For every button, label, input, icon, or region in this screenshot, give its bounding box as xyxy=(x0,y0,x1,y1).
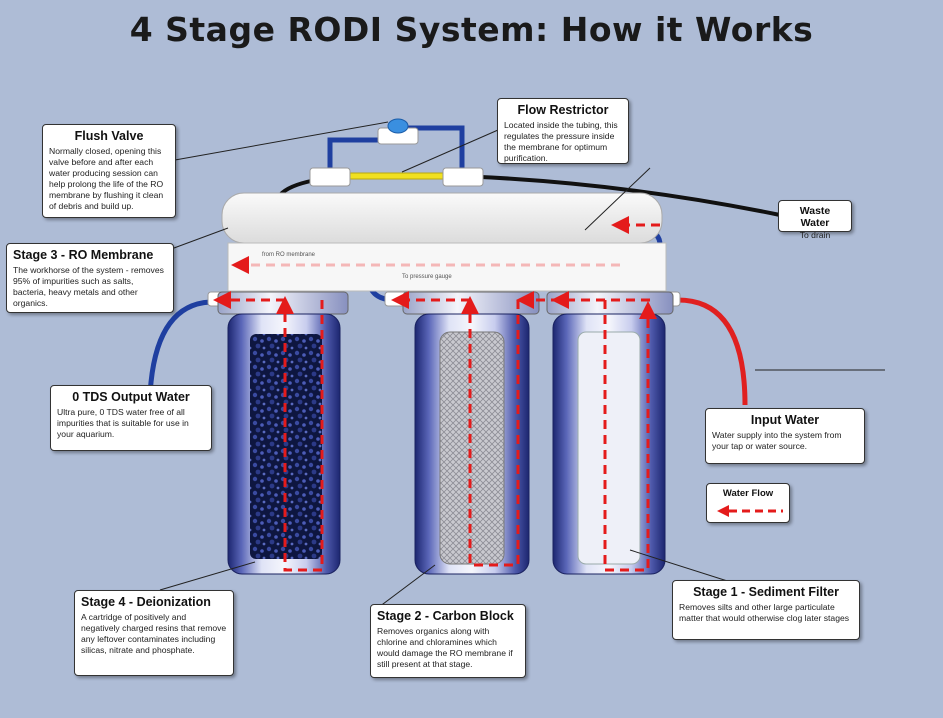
label-text: Removes organics along with chlorine and… xyxy=(377,626,513,669)
label-ro-membrane: Stage 3 - RO Membrane The workhorse of t… xyxy=(6,243,174,313)
label-text: Ultra pure, 0 TDS water free of all impu… xyxy=(57,407,189,439)
manifold-label-from: from RO membrane xyxy=(262,252,316,258)
legend-water-flow: Water Flow xyxy=(706,483,790,523)
input-water-tube xyxy=(677,297,748,406)
label-title: Stage 1 - Sediment Filter xyxy=(693,585,839,599)
label-flow-restrictor: Flow Restrictor Located inside the tubin… xyxy=(497,98,629,164)
flow-restrictor-tube xyxy=(344,172,446,180)
manifold xyxy=(227,242,667,292)
label-waste-water: Waste Water To drain xyxy=(778,200,852,240)
label-title: 0 TDS Output Water xyxy=(72,390,190,404)
label-output-water: 0 TDS Output Water Ultra pure, 0 TDS wat… xyxy=(50,385,212,451)
legend-arrow xyxy=(717,505,783,517)
label-text: Normally closed, opening this valve befo… xyxy=(49,146,164,211)
ro-membrane-housing xyxy=(221,192,663,244)
label-text: Located inside the tubing, this regulate… xyxy=(504,120,618,163)
housing-stage-2 xyxy=(402,291,540,575)
label-text: A cartridge of positively and negatively… xyxy=(81,612,227,655)
label-sediment-filter: Stage 1 - Sediment Filter Removes silts … xyxy=(672,580,860,640)
label-carbon-block: Stage 2 - Carbon Block Removes organics … xyxy=(370,604,526,678)
label-title: Waste Water xyxy=(799,205,831,229)
flow-arrows xyxy=(213,216,660,572)
housing-stage-4 xyxy=(217,291,349,575)
carbon-block-cartridge xyxy=(439,331,505,565)
sediment-cartridge xyxy=(577,331,641,565)
label-deionization: Stage 4 - Deionization A cartridge of po… xyxy=(74,590,234,676)
label-text: Water supply into the system from your t… xyxy=(712,430,842,451)
output-water-tube xyxy=(147,299,211,396)
label-title: Stage 3 - RO Membrane xyxy=(13,248,154,262)
label-title: Flow Restrictor xyxy=(517,103,609,117)
label-text: The workhorse of the system - removes 95… xyxy=(13,265,164,308)
label-title: Stage 4 - Deionization xyxy=(81,595,211,609)
label-input-water: Input Water Water supply into the system… xyxy=(705,408,865,464)
housing-stage-1 xyxy=(546,291,674,575)
leader-lines xyxy=(159,121,885,611)
deionization-resin xyxy=(250,334,322,559)
page-title: 4 Stage RODI System: How it Works xyxy=(129,10,814,49)
label-title: Input Water xyxy=(750,413,820,427)
label-title: Stage 2 - Carbon Block xyxy=(377,609,514,623)
label-text: To drain xyxy=(799,230,831,240)
label-title: Flush Valve xyxy=(74,129,144,143)
legend-title: Water Flow xyxy=(722,488,774,499)
manifold-label-gauge: To pressure gauge xyxy=(402,274,452,280)
flush-valve-knob xyxy=(387,118,409,134)
label-flush-valve: Flush Valve Normally closed, opening thi… xyxy=(42,124,176,218)
label-text: Removes silts and other large particulat… xyxy=(679,602,850,623)
